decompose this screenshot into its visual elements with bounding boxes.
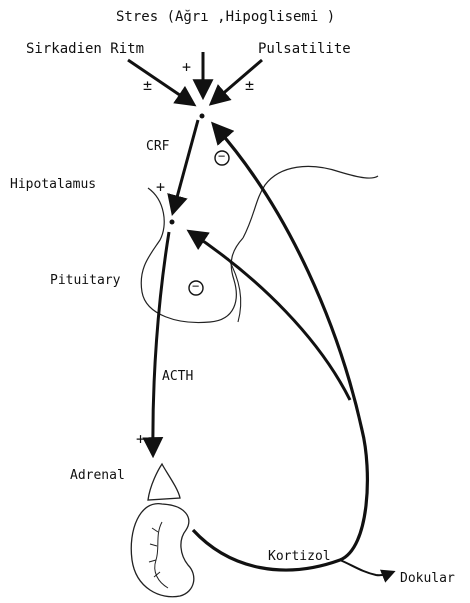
dokular-label: Dokular <box>400 572 455 585</box>
kidney-outline <box>131 504 194 597</box>
feedback-minus-2-sign: − <box>192 280 199 292</box>
stres-label: Stres (Ağrı ,Hipoglisemi ) <box>116 10 335 24</box>
pituitary-node <box>170 220 175 225</box>
sirkadien-label: Sirkadien Ritm <box>26 42 144 56</box>
acth-plus-sign: + <box>136 432 145 447</box>
pulsatilite-pm-sign: ± <box>245 78 254 93</box>
hypothalamus-outline <box>141 188 243 323</box>
pulsatilite-arrow <box>212 60 262 103</box>
crf-label: CRF <box>146 140 169 153</box>
kortizol-label: Kortizol <box>268 550 331 563</box>
crf-plus-sign: + <box>156 180 165 195</box>
feedback-minus-1-sign: − <box>218 150 225 162</box>
brain-contour <box>243 166 378 238</box>
dokular-arrow <box>340 560 393 575</box>
pulsatilite-label: Pulsatilite <box>258 42 351 56</box>
hypothalamus-node <box>200 114 205 119</box>
hipotalamus-label: Hipotalamus <box>10 178 96 191</box>
adrenal-gland <box>148 464 180 500</box>
renal-pelvis <box>155 522 168 588</box>
acth-arrow <box>153 232 169 454</box>
adrenal-label: Adrenal <box>70 469 125 482</box>
pituitary-label: Pituitary <box>50 274 120 287</box>
sirkadien-pm-sign: ± <box>143 78 152 93</box>
crf-arrow <box>173 120 198 212</box>
acth-label: ACTH <box>162 370 193 383</box>
kortizol-arrow <box>193 125 367 570</box>
stres-plus-sign: + <box>182 60 191 75</box>
